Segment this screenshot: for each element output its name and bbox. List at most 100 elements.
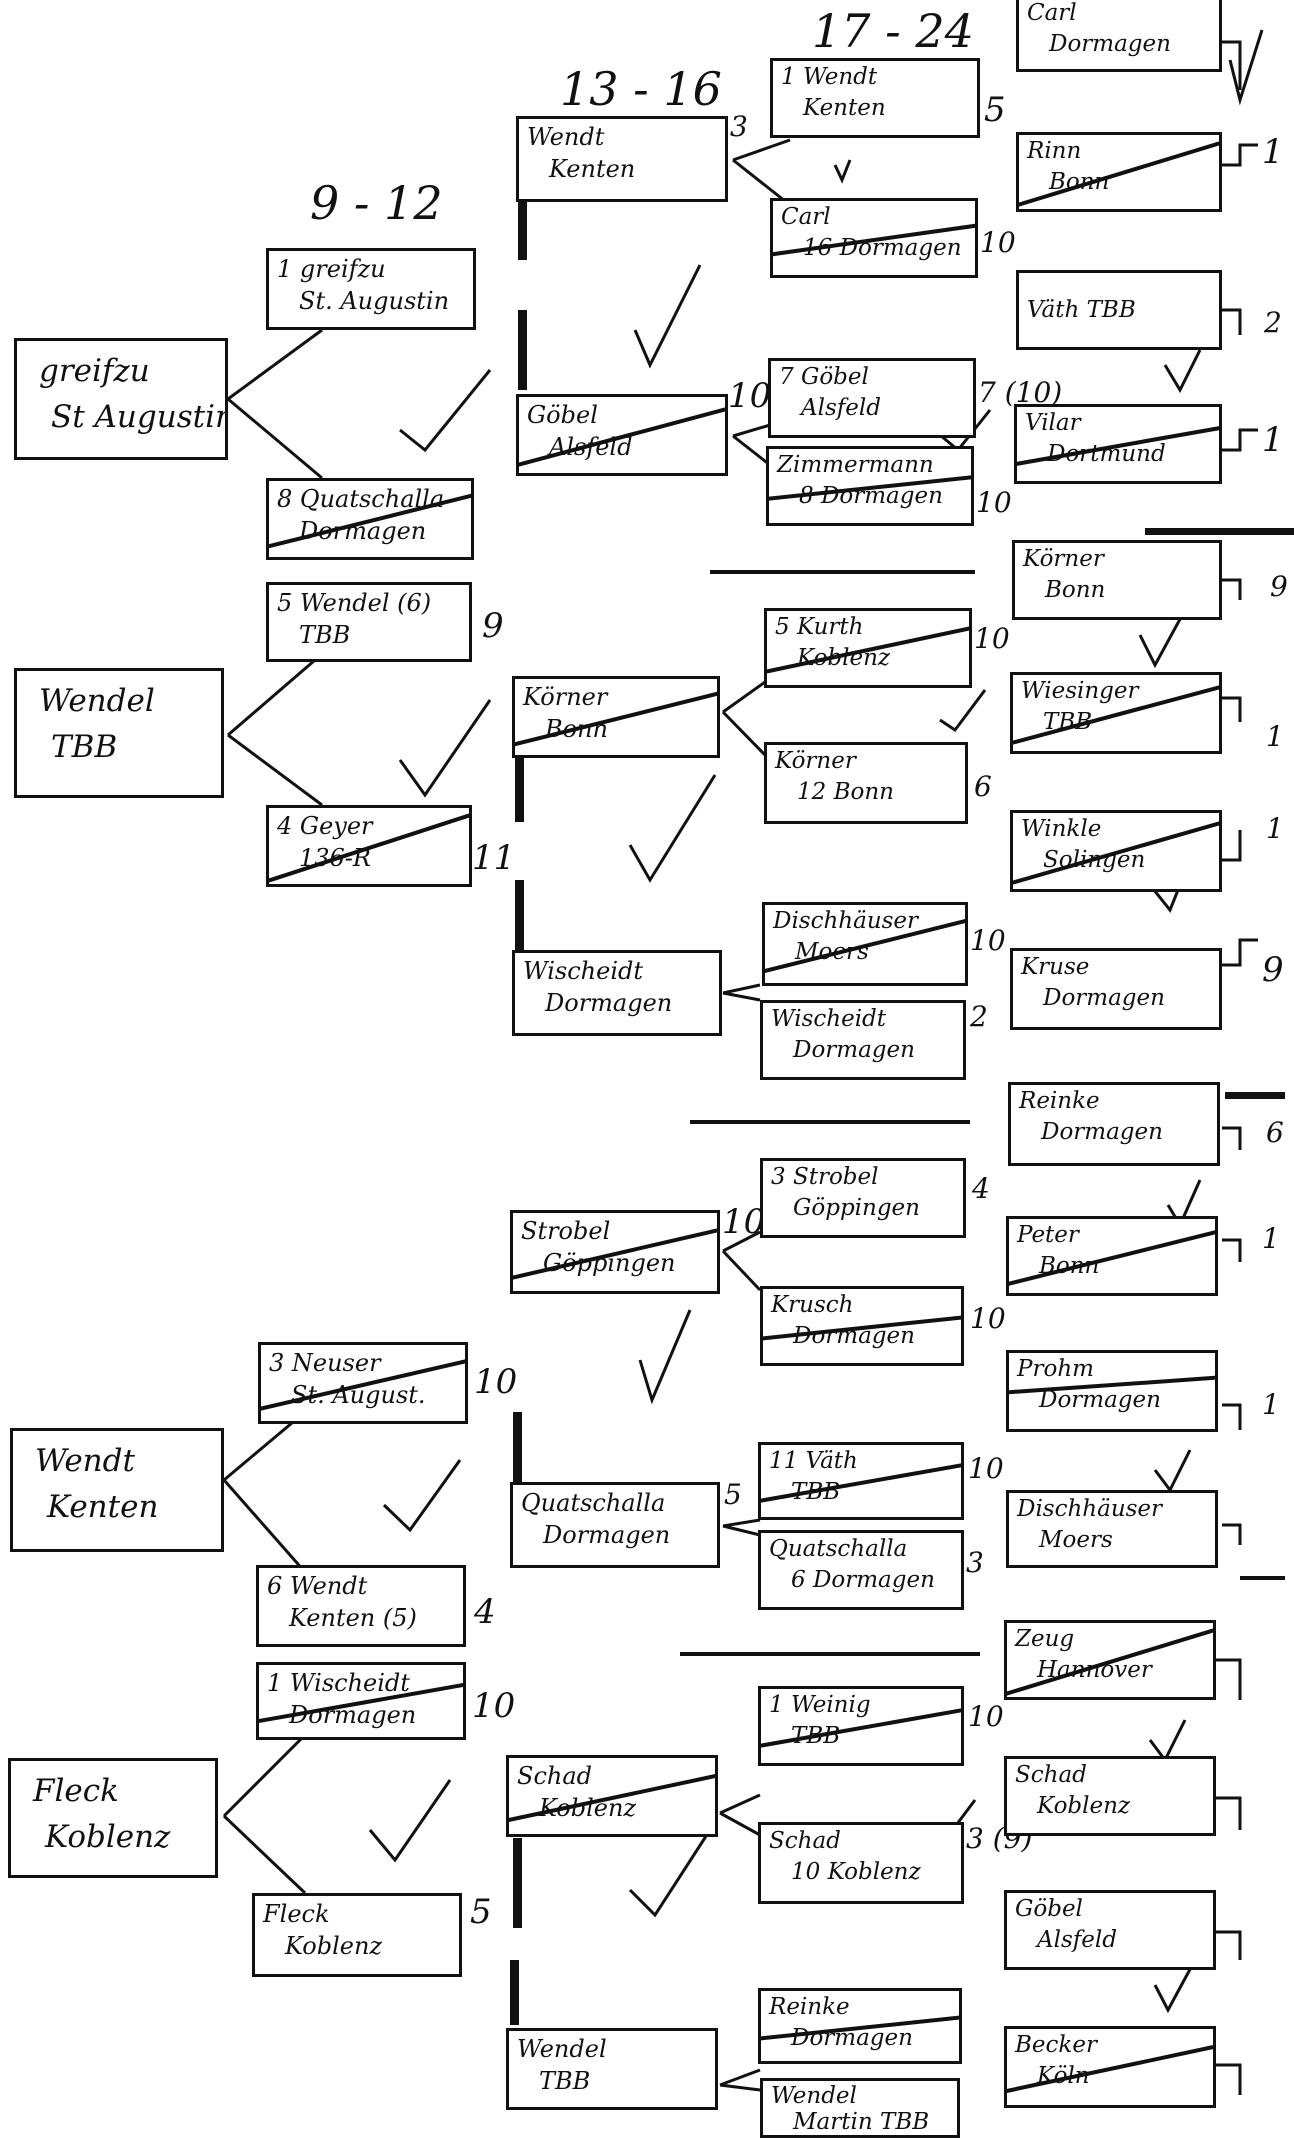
player-club: St. Augustin — [299, 287, 450, 315]
player-club: Bonn — [1045, 577, 1106, 603]
match-box: 7 Göbel Alsfeld — [768, 358, 976, 438]
header-17-24: 17 - 24 — [812, 4, 974, 58]
result-box: Reinke Dormagen — [1008, 1082, 1220, 1166]
result-box: Vilar Dortmund — [1014, 404, 1222, 484]
header-9-12: 9 - 12 — [310, 176, 443, 230]
player-name: Peter — [1017, 1222, 1079, 1248]
player-name: Wendel — [517, 2035, 607, 2063]
match-box: Dischhäuser Moers — [762, 902, 968, 986]
match-score: 10 — [970, 1302, 1006, 1335]
seed-box: greifzu St Augustin — [14, 338, 228, 460]
player-name: 5 Kurth — [775, 614, 864, 640]
player-name: Zeug — [1015, 1626, 1075, 1652]
player-name: Kruse — [1021, 954, 1090, 980]
player-club: Kenten (5) — [289, 1604, 417, 1632]
result-score: 1 — [1266, 720, 1284, 753]
player-name: 5 Wendel (6) — [277, 589, 432, 617]
result-box: Prohm Dormagen — [1006, 1350, 1218, 1432]
result-box: Zeug Hannover — [1004, 1620, 1216, 1700]
match-score: 4 — [474, 1592, 496, 1632]
player-name: Schad — [517, 1762, 593, 1790]
player-name: Prohm — [1017, 1356, 1094, 1382]
section-separator — [690, 1120, 970, 1124]
player-name: Körner — [1023, 546, 1104, 572]
player-club: Moers — [1039, 1527, 1113, 1553]
player-club: Alsfeld — [1037, 1927, 1117, 1953]
match-box: 8 Quatschalla Dormagen — [266, 478, 474, 560]
player-name: 1 Wischeidt — [267, 1669, 410, 1697]
result-score: 1 — [1262, 1222, 1280, 1255]
player-name: Fleck — [263, 1900, 330, 1928]
player-name: Wischeidt — [771, 1006, 887, 1032]
result-score: 2 — [1264, 306, 1282, 339]
match-score: 9 — [482, 606, 504, 646]
player-name: Körner — [775, 748, 856, 774]
seed-box: Wendt Kenten — [10, 1428, 224, 1552]
match-score: 10 — [974, 622, 1010, 655]
match-box: 3 Neuser St. August. — [258, 1342, 468, 1424]
match-box: 11 Väth TBB — [758, 1442, 964, 1520]
player-name: Körner — [523, 683, 608, 711]
result-score: 9 — [1262, 950, 1284, 990]
bracket-bar — [513, 1838, 522, 1928]
match-score: 11 — [472, 838, 516, 878]
result-score: 1 — [1262, 420, 1284, 460]
match-box: 1 Weinig TBB — [758, 1686, 964, 1766]
player-name: 11 Väth — [769, 1448, 858, 1474]
player-club: Koblenz — [1037, 1793, 1131, 1819]
player-club: Alsfeld — [801, 395, 881, 421]
match-box: 5 Wendel (6) TBB — [266, 582, 472, 662]
match-box: Quatschalla Dormagen — [510, 1482, 720, 1568]
check-marks — [368, 29, 1264, 2014]
player-club: St Augustin — [51, 399, 228, 435]
result-score: 1 — [1262, 1388, 1280, 1421]
match-score: 6 — [974, 770, 992, 803]
player-name: Strobel — [521, 1217, 611, 1245]
result-score: 6 — [1266, 1116, 1284, 1149]
match-box: Krusch Dormagen — [760, 1286, 964, 1366]
section-separator — [710, 570, 975, 574]
match-score: 5 — [470, 1892, 492, 1932]
result-score: 1 — [1266, 812, 1284, 845]
match-score: 10 — [980, 226, 1016, 259]
player-name: Quatschalla — [521, 1489, 666, 1517]
player-name: 1 Wendt — [781, 64, 878, 90]
player-club: 12 Bonn — [797, 779, 894, 805]
player-club: Dormagen — [545, 989, 673, 1017]
match-box: 1 Wendt Kenten — [770, 58, 980, 138]
player-name: Göbel — [527, 401, 598, 429]
match-score: 10 — [728, 376, 772, 416]
player-club: Dormagen — [1041, 1119, 1163, 1145]
player-name: 4 Geyer — [277, 812, 373, 840]
player-name: 1 greifzu — [277, 255, 386, 283]
bracket-bar — [513, 1412, 522, 1482]
player-name: Schad — [1015, 1762, 1087, 1788]
player-name: Winkle — [1021, 816, 1102, 842]
match-box: Fleck Koblenz — [252, 1893, 462, 1977]
player-club: Dormagen — [793, 1037, 915, 1063]
match-box: Reinke Dormagen — [758, 1988, 962, 2064]
result-score: 1 — [1262, 132, 1284, 172]
player-name: Becker — [1015, 2032, 1097, 2058]
match-score: 10 — [976, 486, 1012, 519]
section-separator — [680, 1652, 980, 1656]
player-club: Dormagen — [1039, 1387, 1161, 1413]
player-name: Dischhäuser — [773, 908, 919, 934]
player-name: Väth TBB — [1027, 297, 1136, 323]
player-club: Martin TBB — [793, 2109, 930, 2135]
player-name: Rinn — [1027, 138, 1082, 164]
match-box: 1 greifzu St. Augustin — [266, 248, 476, 330]
player-name: 3 Neuser — [269, 1349, 381, 1377]
player-club: Koblenz — [285, 1932, 383, 1960]
match-box: Wendel TBB — [506, 2028, 718, 2110]
player-name: Carl — [1027, 0, 1077, 26]
match-score: 10 — [472, 1686, 516, 1726]
player-name: 1 Weinig — [769, 1692, 871, 1718]
section-separator — [1225, 1092, 1285, 1099]
match-box: Körner Bonn — [512, 676, 720, 758]
match-box: Carl 16 Dormagen — [770, 198, 978, 278]
player-name: Vilar — [1025, 410, 1081, 436]
player-club: Kenten — [47, 1489, 159, 1525]
bracket-bar — [515, 880, 524, 950]
player-name: Reinke — [1019, 1088, 1100, 1114]
